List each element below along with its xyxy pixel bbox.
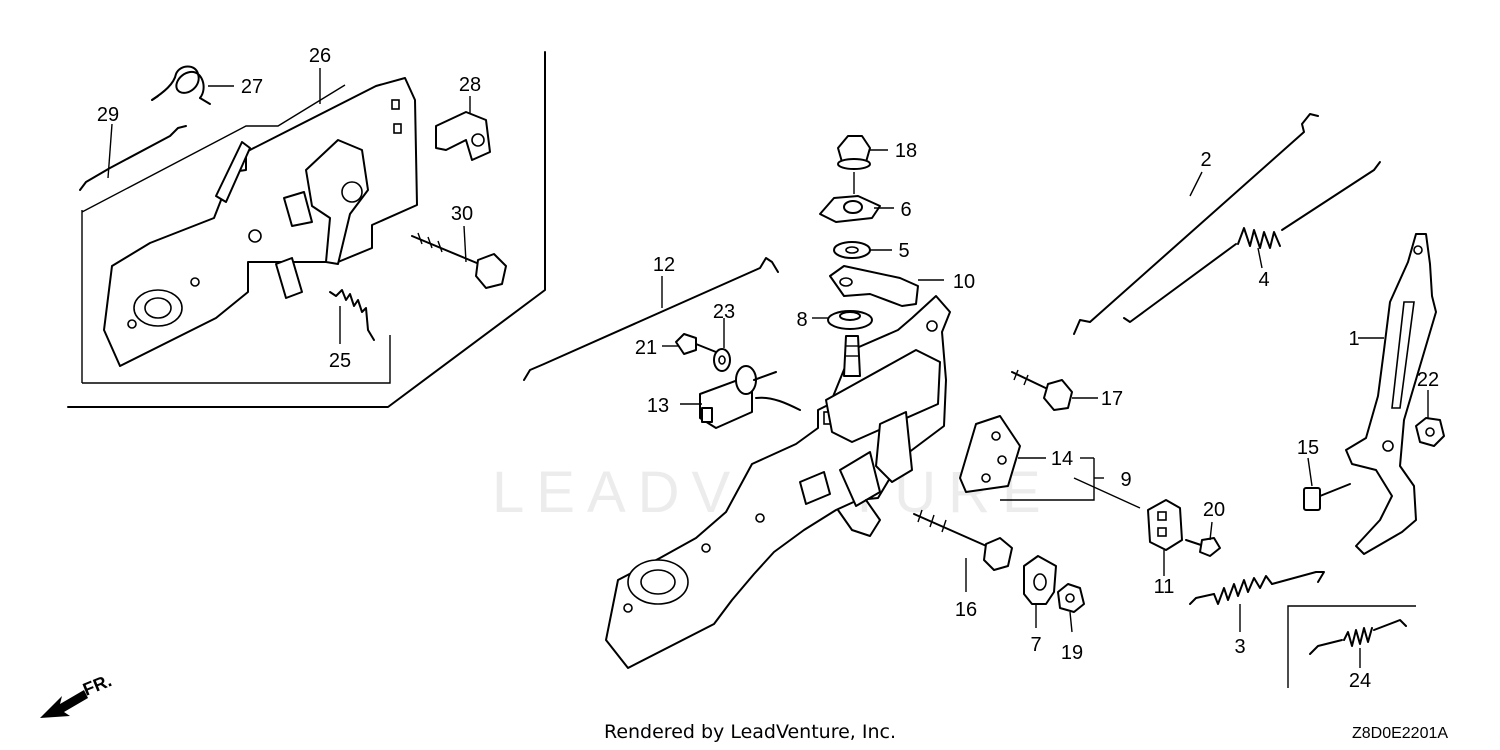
front-direction-indicator: FR. — [40, 670, 114, 718]
callout-12[interactable]: 12 — [653, 254, 675, 276]
callout-6[interactable]: 6 — [900, 199, 911, 221]
callouts: 26 27 28 29 30 25 18 6 5 10 8 17 12 23 2… — [97, 45, 1439, 692]
callout-14[interactable]: 14 — [1051, 448, 1073, 470]
footer-credit: Rendered by LeadVenture, Inc. — [604, 721, 896, 743]
callout-13[interactable]: 13 — [647, 395, 669, 417]
part-4-rod-spring[interactable] — [1123, 161, 1381, 323]
callout-28[interactable]: 28 — [459, 74, 481, 96]
part-24-spring-inset[interactable] — [1287, 605, 1416, 688]
inset-lever[interactable] — [305, 139, 369, 265]
part-15-bolt[interactable] — [1303, 483, 1351, 511]
callout-5[interactable]: 5 — [898, 240, 909, 262]
part-3-spring[interactable] — [1189, 571, 1325, 605]
callout-23[interactable]: 23 — [713, 301, 735, 323]
inset-panel — [67, 51, 546, 408]
part-11-block[interactable] — [1147, 499, 1183, 551]
callout-4[interactable]: 4 — [1258, 269, 1269, 291]
callout-17[interactable]: 17 — [1101, 388, 1123, 410]
callout-11[interactable]: 11 — [1154, 576, 1175, 598]
part-2-rod[interactable] — [1073, 113, 1319, 335]
part-30-bolt[interactable] — [411, 232, 507, 289]
part-10-lever[interactable] — [829, 265, 919, 307]
part-17-bolt[interactable] — [1011, 369, 1073, 411]
part-14-bracket[interactable] — [959, 415, 1021, 493]
callout-22[interactable]: 22 — [1417, 369, 1439, 391]
callout-24[interactable]: 24 — [1349, 670, 1371, 692]
callout-29[interactable]: 29 — [97, 104, 119, 126]
main-control-plate[interactable] — [605, 295, 951, 669]
callout-18[interactable]: 18 — [895, 140, 917, 162]
part-13-switch[interactable] — [699, 365, 801, 429]
callout-26[interactable]: 26 — [309, 45, 331, 67]
front-arrow-icon — [40, 690, 88, 718]
callout-1[interactable]: 1 — [1348, 328, 1359, 350]
part-16-bolt[interactable] — [913, 509, 1013, 571]
callout-9[interactable]: 9 — [1120, 469, 1131, 491]
part-20-screw[interactable] — [1185, 537, 1221, 557]
callout-25[interactable]: 25 — [329, 350, 351, 372]
callout-3[interactable]: 3 — [1234, 636, 1245, 658]
part-27-torsion-spring[interactable] — [151, 65, 211, 105]
part-28-bracket[interactable] — [435, 111, 491, 161]
callout-20[interactable]: 20 — [1203, 499, 1225, 521]
diagram-code: Z8D0E2201A — [1352, 725, 1448, 742]
part-1-lever-arm[interactable] — [1345, 233, 1437, 555]
callout-7[interactable]: 7 — [1030, 634, 1041, 656]
part-5-washer[interactable] — [833, 241, 871, 259]
part-12-rod[interactable] — [523, 257, 779, 381]
part-6-plate[interactable] — [819, 195, 881, 223]
callout-27[interactable]: 27 — [241, 76, 263, 98]
front-label: FR. — [80, 670, 114, 699]
part-23-washer[interactable] — [713, 348, 731, 372]
leader-lines — [107, 68, 1429, 668]
part-21-screw[interactable] — [675, 333, 717, 355]
callout-30[interactable]: 30 — [451, 203, 473, 225]
callout-8[interactable]: 8 — [796, 309, 807, 331]
callout-2[interactable]: 2 — [1200, 149, 1211, 171]
part-18-flange-nut[interactable] — [837, 135, 871, 194]
part-22-nut[interactable] — [1415, 417, 1445, 447]
callout-16[interactable]: 16 — [955, 599, 977, 621]
part-25-spring[interactable] — [329, 289, 375, 341]
part-29-rod[interactable] — [79, 125, 187, 191]
callout-21[interactable]: 21 — [635, 337, 657, 359]
part-19-nut[interactable] — [1057, 583, 1085, 613]
part-8-bushing[interactable] — [827, 310, 873, 330]
callout-10[interactable]: 10 — [953, 271, 975, 293]
callout-15[interactable]: 15 — [1297, 437, 1319, 459]
center-shaft[interactable] — [843, 335, 861, 377]
callout-19[interactable]: 19 — [1061, 642, 1083, 664]
part-7-cam[interactable] — [1023, 555, 1057, 605]
